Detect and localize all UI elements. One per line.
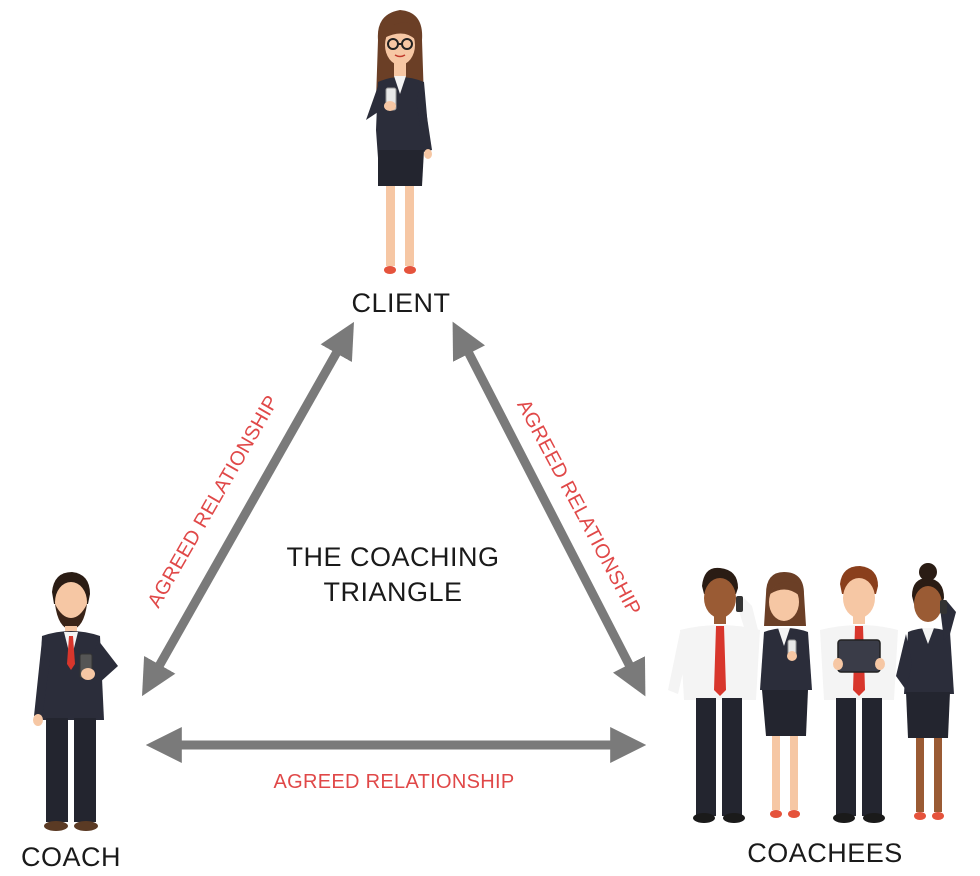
coachee-person-2: [760, 572, 812, 818]
coach-figure: [33, 572, 118, 831]
node-label-client: CLIENT: [351, 288, 450, 318]
coachee-person-4: [896, 563, 956, 820]
center-title-line2: TRIANGLE: [323, 577, 462, 607]
arrow-coach-client: [142, 321, 354, 697]
node-label-coach: COACH: [21, 842, 121, 872]
coachees-figures: [668, 563, 956, 823]
coachee-person-1: [668, 567, 760, 823]
arrow-client-coachees: [452, 321, 646, 697]
relationship-label-coach-coachees: AGREED RELATIONSHIP: [274, 771, 515, 793]
relationship-label-client-coachees: AGREED RELATIONSHIP: [512, 396, 645, 619]
center-title-line1: THE COACHING: [286, 542, 499, 572]
client-figure: [366, 10, 432, 274]
node-label-coachees: COACHEES: [747, 838, 903, 868]
coachee-person-3: [820, 566, 898, 823]
